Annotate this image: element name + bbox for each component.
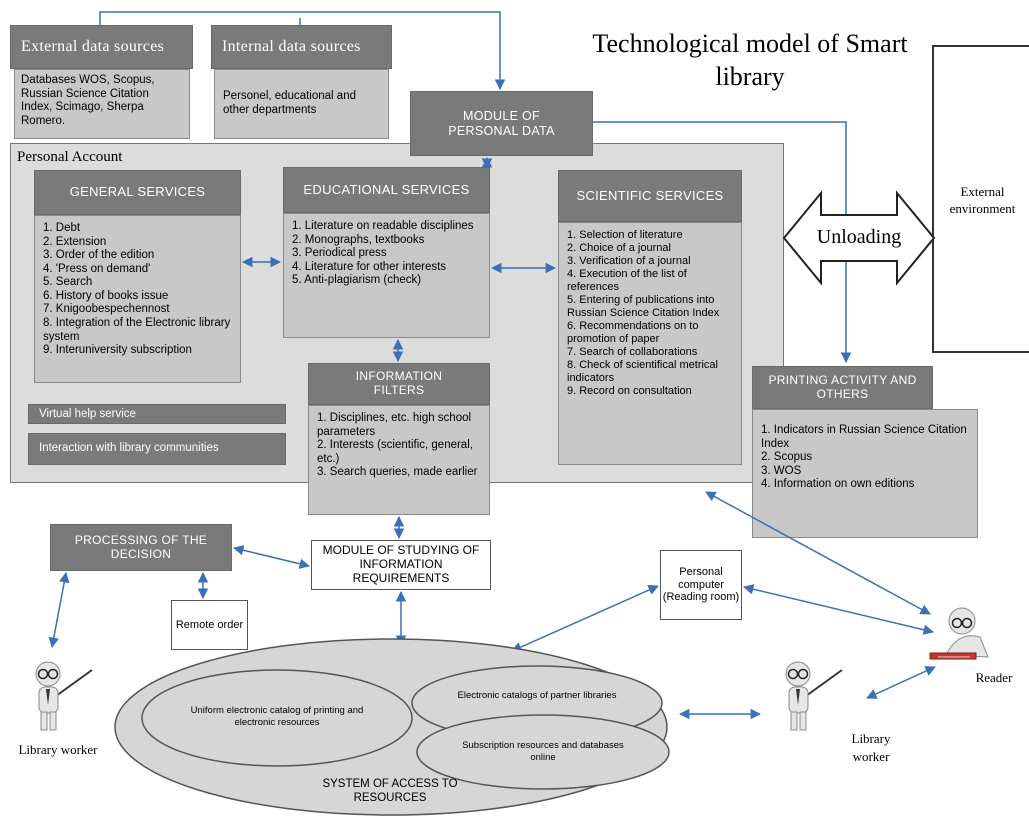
access-system-label: SYSTEM OF ACCESS TO RESOURCES [322,778,458,804]
internal-data-text: Personel, educational and other departme… [214,69,389,139]
external-data-text: Databases WOS, Scopus, Russian Science C… [14,69,190,139]
general-service-item: 8. Integration of the Electronic library… [43,316,231,343]
library-worker-left-label: Library worker [18,742,98,757]
reader-label: Reader [975,670,1013,685]
general-service-item: 3. Order of the edition [43,249,155,262]
connector-pc-reader [742,584,935,635]
reader-figure [929,607,989,660]
diagram-title: Technological model of Smart library [592,29,908,91]
information-filter-item: 3. Search queries, made earlier [317,466,478,479]
information-filter-item: 2. Interests (scientific, general, etc.) [317,439,473,465]
connector-pc-access [511,585,659,652]
scientific-service-item: 4. Execution of the list of references [567,267,687,293]
library-communities-bar: Interaction with library communities [28,433,286,465]
connector-printing-reader [705,491,931,615]
scientific-service-item: 7. Search of collaborations [567,345,698,358]
library-worker-right-label: Library worker [851,731,891,764]
connector-module-to-printing [593,121,852,364]
scientific-service-item: 8. Check of scientifical metrical indica… [567,358,718,384]
educational-service-item: 1. Literature on readable disciplines [292,220,474,232]
educational-service-item: 3. Periodical press [292,247,387,260]
general-service-item: 5. Search [43,276,93,289]
module-studying-box: MODULE OF STUDYING OF INFORMATION REQUIR… [311,540,491,590]
external-data-header: External data sources [10,25,193,69]
scientific-service-item: 1. Selection of literature [567,229,683,241]
printing-activity-item: 1. Indicators in Russian Science Citatio… [761,424,967,450]
educational-service-item: 5. Anti-plagiarism (check) [292,274,422,287]
uniform-catalog-text: Uniform electronic catalog of printing a… [190,705,364,728]
remote-order-box: Remote order [171,600,248,650]
subscription-text: Subscription resources and databases onl… [462,740,624,763]
scientific-service-item: 5. Entering of publications into Russian… [567,293,720,319]
general-service-item: 4. 'Press on demand' [43,262,151,275]
processing-decision-box: PROCESSING OF THE DECISION [50,524,232,571]
scientific-service-item: 9. Record on consultation [567,384,692,397]
general-service-item: 2. Extension [43,235,107,248]
general-service-item: 1. Debt [43,222,81,234]
general-service-item: 9. Interuniversity subscription [43,344,192,357]
general-services-header: GENERAL SERVICES [34,170,241,215]
unloading-arrow [782,190,936,286]
uniform-catalog-ellipse [141,669,413,767]
connector-reader-worker [866,666,936,699]
information-filters-list: 1. Disciplines, etc. high school paramet… [308,405,490,515]
information-filters-header: INFORMATION FILTERS [308,363,490,405]
printing-activity-header: PRINTING ACTIVITY AND OTHERS [752,366,933,409]
connector-processing-studying [232,545,311,569]
scientific-service-item: 3. Verification of a journal [567,254,691,267]
connector-external-to-module [99,11,506,91]
virtual-help-bar: Virtual help service [28,404,286,424]
internal-data-header: Internal data sources [211,25,392,69]
connector-processing-worker [48,571,70,649]
printing-activity-item: 3. WOS [761,464,802,477]
module-personal-data: MODULE OF PERSONAL DATA [410,91,593,156]
external-environment-label: External environment [949,184,1016,216]
subscription-ellipse [416,714,670,790]
unloading-label: Unloading [816,226,902,248]
scientific-service-item: 2. Choice of a journal [567,241,671,254]
library-worker-left-figure [35,661,93,731]
library-worker-right-figure [785,661,843,731]
general-service-item: 6. History of books issue [43,289,169,302]
information-filter-item: 1. Disciplines, etc. high school paramet… [317,412,472,438]
educational-service-item: 4. Literature for other interests [292,260,447,273]
educational-service-item: 2. Monographs, textbooks [292,233,425,246]
external-environment-box: External environment [932,45,1029,353]
printing-activity-item: 4. Information on own editions [761,478,915,491]
printing-activity-item: 2. Scopus [761,451,813,464]
scientific-service-item: 6. Recommendations on to promotion of pa… [567,319,699,345]
personal-account-label: Personal Account [17,149,123,165]
partner-catalog-text: Electronic catalogs of partner libraries [457,690,617,701]
general-service-item: 7. Knigoobespechennost [43,303,170,316]
educational-services-header: EDUCATIONAL SERVICES [283,167,490,213]
scientific-services-header: SCIENTIFIC SERVICES [558,170,742,222]
